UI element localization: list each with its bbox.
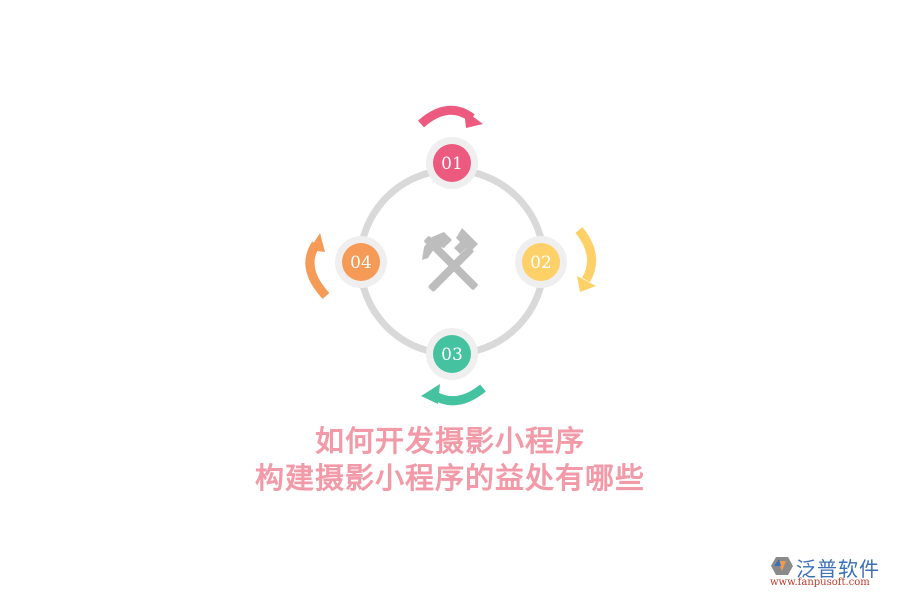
arrow-04-icon [305,233,330,300]
node-01: 01 [426,137,478,189]
node-01-label: 01 [441,154,463,174]
arrow-01-icon [418,105,483,128]
title-line-2: 构建摄影小程序的益处有哪些 [254,461,645,495]
logo-url: www.fanpusoft.com [770,577,870,588]
node-02: 02 [515,236,567,288]
title-line-1: 如何开发摄影小程序 [314,424,585,458]
node-03: 03 [426,328,478,380]
brand-logo: 泛普软件 www.fanpusoft.com [768,553,896,593]
node-04-label: 04 [350,253,372,273]
node-04: 04 [335,236,387,288]
arrow-02-icon [575,227,597,292]
node-02-label: 02 [530,253,552,273]
crossed-hammers-icon [422,228,478,292]
logo-mark-icon [771,557,793,575]
node-03-label: 03 [441,345,463,365]
logo-name: 泛普软件 [796,557,880,581]
arrow-03-icon [421,384,486,406]
